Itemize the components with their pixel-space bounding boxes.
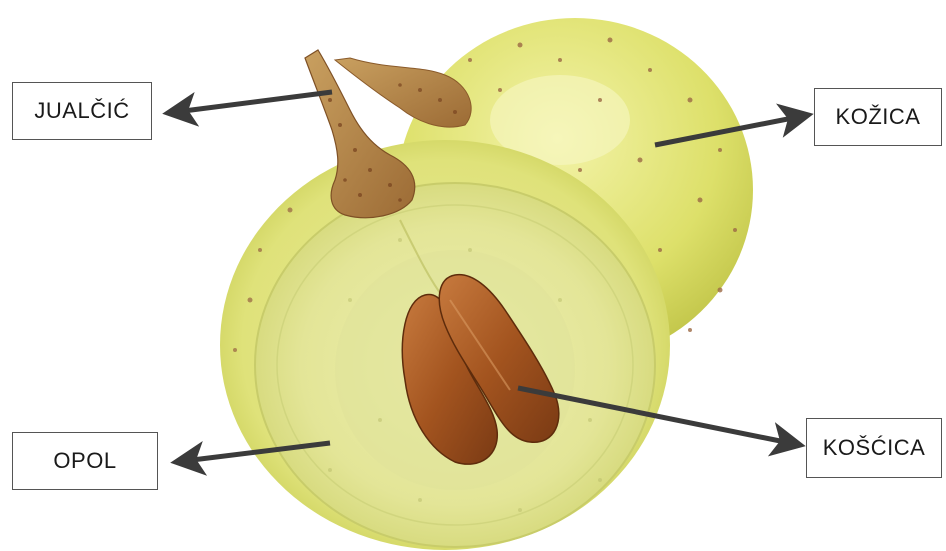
label-opol: OPOL (12, 432, 158, 490)
label-koscica: KOŠĆICA (806, 418, 942, 478)
label-jualcic: JUALČIĆ (12, 82, 152, 140)
arrow-jualcic (168, 92, 332, 113)
label-kozica: KOŽICA (814, 88, 942, 146)
